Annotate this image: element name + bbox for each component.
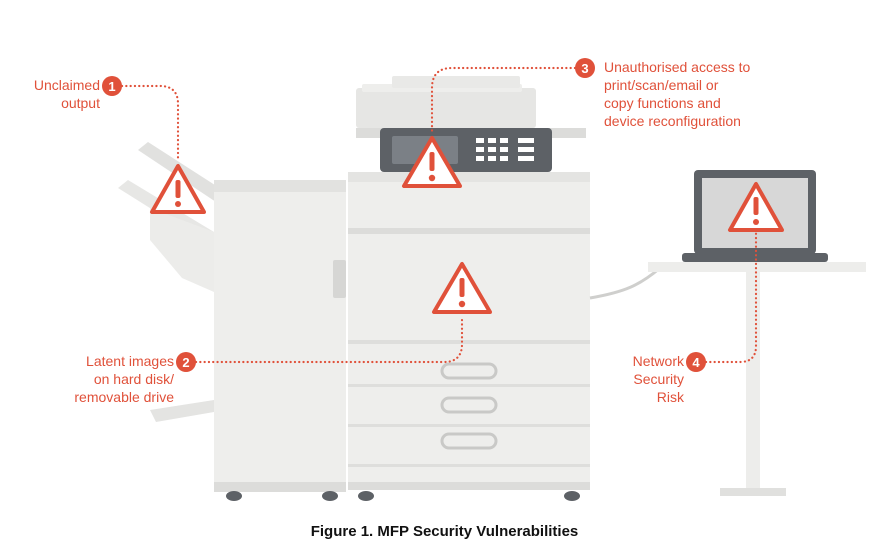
callout-3-text: Unauthorised access to print/scan/email … (604, 59, 751, 129)
finisher-unit (214, 180, 346, 501)
warning-triangle-icon (150, 164, 206, 214)
leader-3 (430, 66, 577, 134)
badge-3: 3 (575, 58, 595, 78)
network-cable (589, 266, 661, 300)
warning-triangle-icon (728, 182, 784, 232)
callout-4-text: Network Security Risk (632, 353, 684, 405)
figure-caption: Figure 1. MFP Security Vulnerabilities (310, 523, 579, 540)
badge-2-number: 2 (182, 355, 189, 370)
callout-leaders (120, 66, 758, 364)
leader-1 (120, 84, 180, 162)
badge-3-number: 3 (581, 61, 588, 76)
warning-triangle-icon (432, 262, 492, 314)
badge-4-number: 4 (692, 355, 700, 370)
badge-1-number: 1 (108, 79, 115, 94)
leader-4 (704, 230, 758, 364)
leader-2 (194, 314, 464, 364)
callout-2-text: Latent images on hard disk/ removable dr… (74, 353, 174, 405)
callout-1-text: Unclaimed output (33, 77, 100, 111)
badge-2: 2 (176, 352, 196, 372)
badge-4: 4 (686, 352, 706, 372)
warning-triangle-icon (402, 136, 462, 188)
badge-1: 1 (102, 76, 122, 96)
